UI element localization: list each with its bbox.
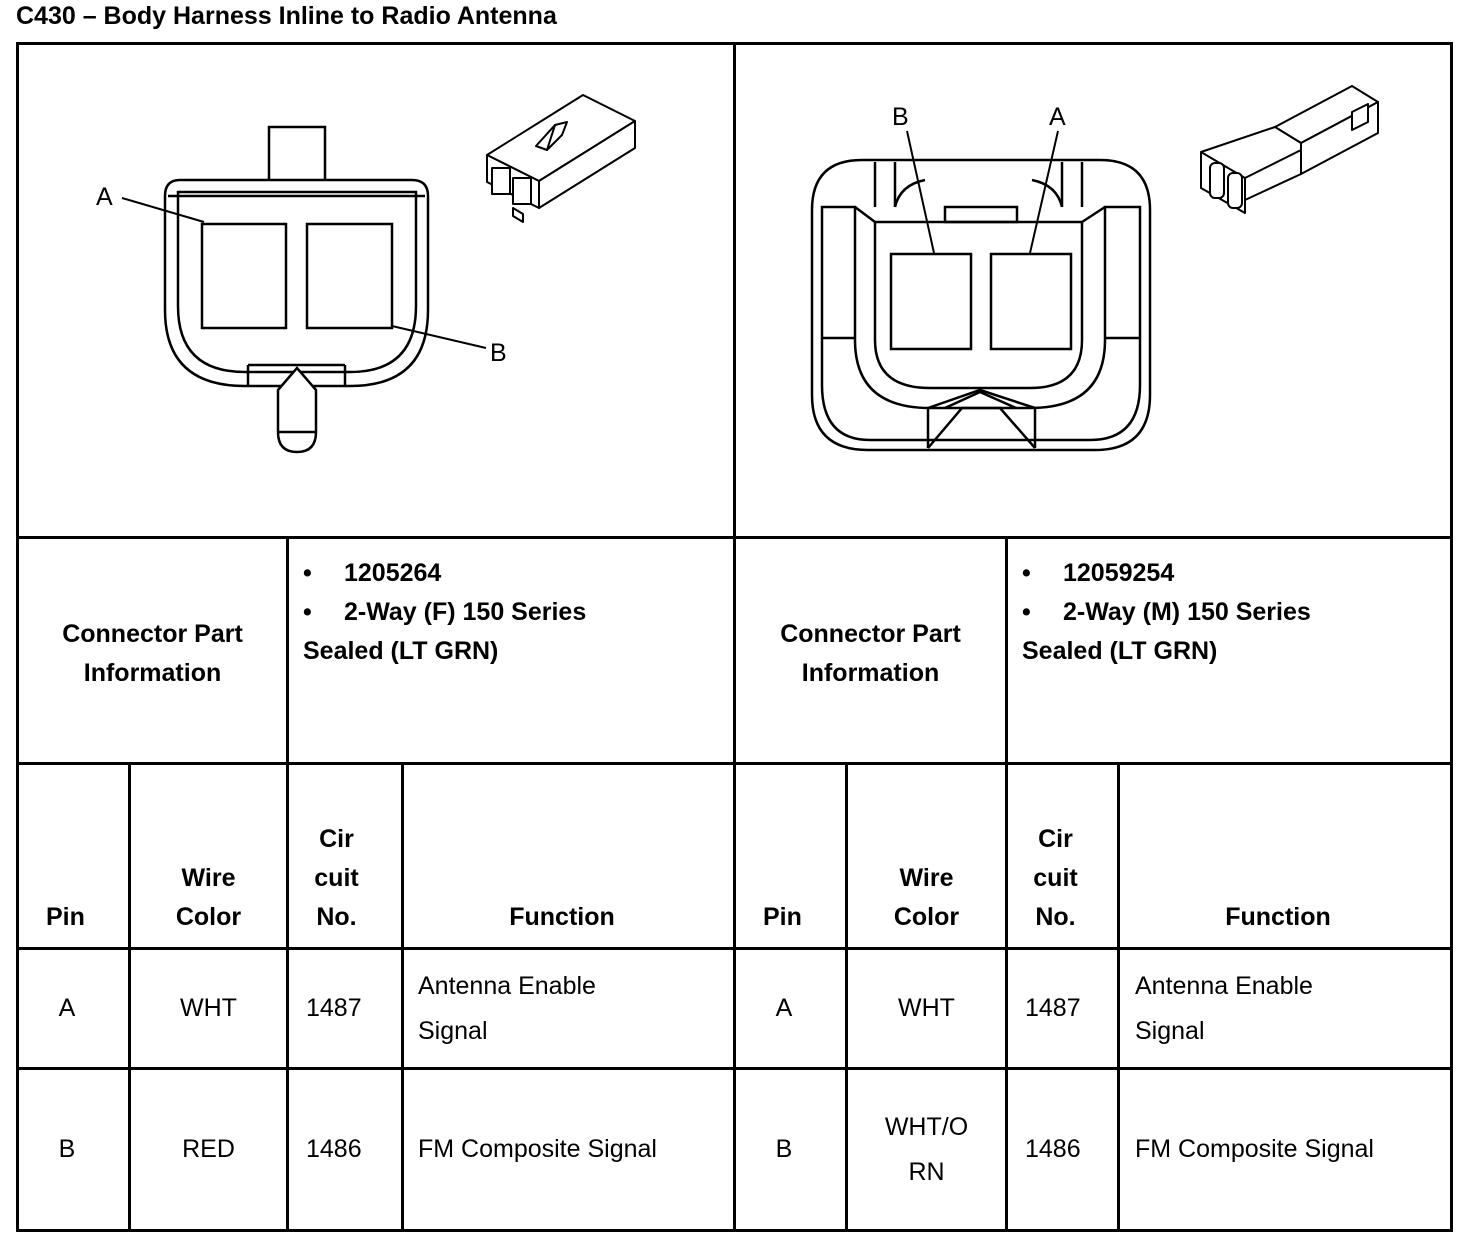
left-pin-b-label: B: [490, 339, 507, 367]
left-part-number-line: •1205264: [303, 559, 442, 587]
right-description: 2-Way (M) 150 Series: [1063, 598, 1311, 626]
left-row-b-wire: RED: [182, 1135, 235, 1163]
divider-right-info: [1005, 536, 1008, 1232]
right-part-number: 12059254: [1063, 559, 1175, 587]
right-row-b-circuit: 1486: [1025, 1135, 1081, 1163]
left-row-a-circuit: 1487: [306, 994, 362, 1022]
left-part-number: 1205264: [344, 559, 442, 587]
male-connector-3d-icon: [1200, 85, 1379, 214]
female-connector-face-diagram: A B: [96, 94, 636, 454]
female-connector-3d-icon: [486, 94, 636, 223]
divider-left-circuit: [401, 762, 404, 1232]
right-pin-a-label: A: [1049, 103, 1066, 131]
divider-right-circuit: [1117, 762, 1120, 1232]
right-header-function: Function: [1225, 903, 1331, 931]
right-description-sealed: Sealed (LT GRN): [1022, 637, 1218, 665]
left-header-pin: Pin: [46, 903, 85, 931]
left-row-b-function: FM Composite Signal: [418, 1135, 657, 1163]
right-row-a-circuit: 1487: [1025, 994, 1081, 1022]
right-row-b-pin: B: [775, 1135, 793, 1163]
left-row-b-circuit: 1486: [306, 1135, 362, 1163]
left-row-b-pin: B: [58, 1135, 76, 1163]
right-part-info: •12059254 •2-Way (M) 150 Series Sealed (…: [1022, 554, 1450, 754]
right-row-a-pin: A: [775, 994, 793, 1022]
right-description-line: •2-Way (M) 150 Series: [1022, 598, 1311, 626]
left-pin-a-label: A: [96, 183, 113, 211]
male-connector-face-diagram: B A: [810, 85, 1379, 452]
right-pin-b-label: B: [892, 103, 909, 131]
divider-left-info: [286, 536, 289, 1232]
divider-center: [733, 42, 736, 1232]
left-description-sealed: Sealed (LT GRN): [303, 637, 499, 665]
right-part-number-line: •12059254: [1022, 559, 1175, 587]
left-part-info: •1205264 •2-Way (F) 150 Series Sealed (L…: [303, 554, 731, 754]
right-header-pin: Pin: [763, 903, 802, 931]
right-row-a-wire: WHT: [898, 994, 955, 1022]
left-description: 2-Way (F) 150 Series: [344, 598, 587, 626]
left-header-function: Function: [509, 903, 615, 931]
left-description-line: •2-Way (F) 150 Series: [303, 598, 587, 626]
left-row-a-wire: WHT: [180, 994, 237, 1022]
divider-right-pin: [845, 762, 848, 1232]
left-row-a-pin: A: [58, 994, 76, 1022]
right-row-b-function: FM Composite Signal: [1135, 1135, 1374, 1163]
page-title: C430 – Body Harness Inline to Radio Ante…: [16, 2, 557, 30]
divider-left-pin: [128, 762, 131, 1232]
